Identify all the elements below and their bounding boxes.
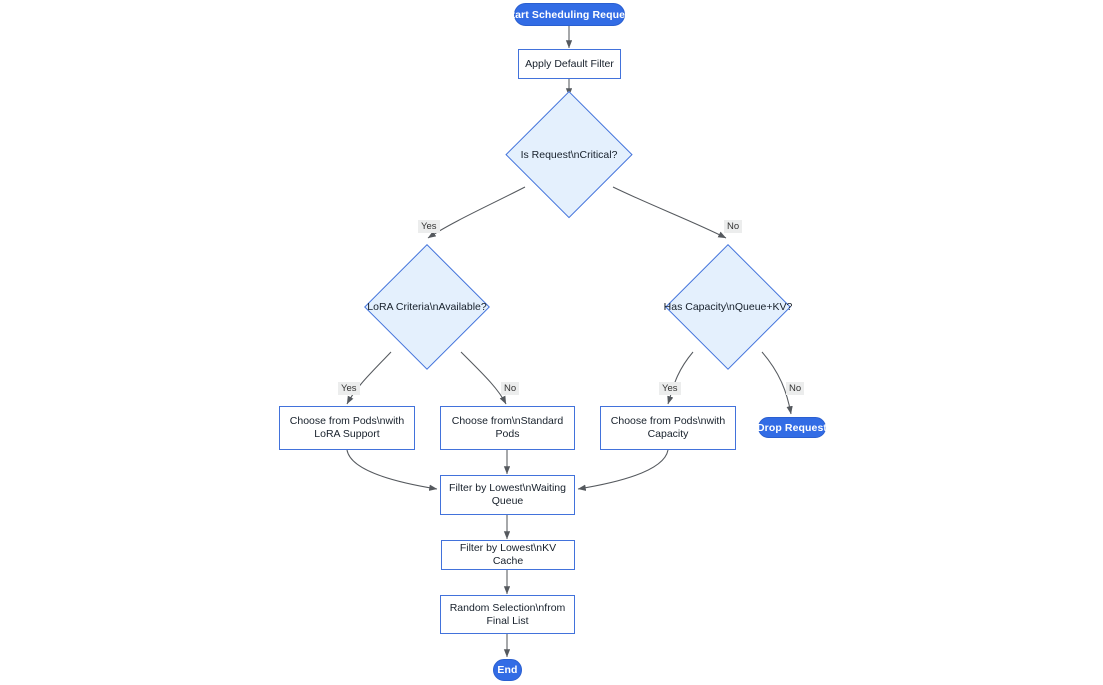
edge-pods-lora-to-filter-queue <box>346 449 438 491</box>
node-is-request-critical-label: Is Request\nCritical? <box>520 148 618 161</box>
edge-label-critical-no: No <box>724 220 743 233</box>
node-drop-request[interactable]: Drop Request <box>757 417 827 438</box>
node-lora-criteria-available[interactable]: LoRA Criteria\nAvailable? <box>364 244 490 370</box>
node-has-capacity-queue-kv-label: Has Capacity\nQueue+KV? <box>663 300 793 313</box>
node-apply-default-filter[interactable]: Apply Default Filter <box>518 49 621 79</box>
edge-label-capacity-no: No <box>786 382 805 395</box>
edge-label-lora-no: No <box>501 382 520 395</box>
node-lora-criteria-available-label: LoRA Criteria\nAvailable? <box>367 300 487 313</box>
node-is-request-critical[interactable]: Is Request\nCritical? <box>505 91 633 219</box>
edge-label-capacity-yes: Yes <box>659 382 681 395</box>
edge-pods-capacity-to-filter-queue <box>577 449 669 491</box>
node-has-capacity-queue-kv[interactable]: Has Capacity\nQueue+KV? <box>663 244 793 370</box>
edge-label-lora-yes: Yes <box>338 382 360 395</box>
node-filter-by-lowest-kv-cache[interactable]: Filter by Lowest\nKV Cache <box>441 540 575 570</box>
node-end[interactable]: End <box>493 659 522 681</box>
node-start[interactable]: Start Scheduling Request <box>504 3 634 26</box>
edge-label-critical-yes: Yes <box>418 220 440 233</box>
